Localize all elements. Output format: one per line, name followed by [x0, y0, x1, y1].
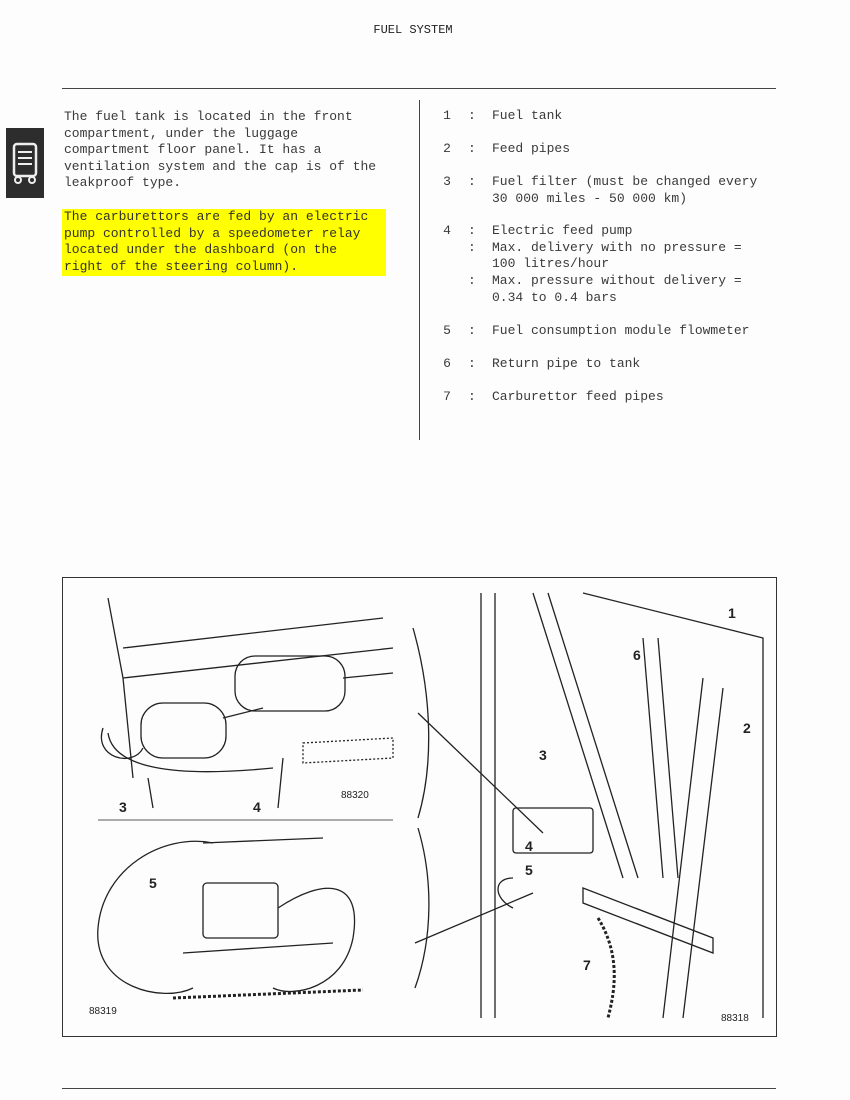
engine-section-tab-icon — [6, 128, 44, 198]
legend-text: Fuel consumption module flowmeter — [492, 323, 750, 338]
figure-ref-88320: 88320 — [341, 790, 369, 801]
legend-text: Max. pressure without delivery = 0.34 to… — [492, 273, 742, 305]
separator: : — [468, 108, 476, 123]
legend-number: 1 — [443, 108, 451, 123]
bottom-rule — [62, 1088, 776, 1089]
legend-number: 2 — [443, 141, 451, 156]
legend-text: Carburettor feed pipes — [492, 389, 664, 404]
figure-ref-88319: 88319 — [89, 1006, 117, 1017]
page-title: FUEL SYSTEM — [373, 23, 453, 37]
intro-paragraph: The fuel tank is located in the front co… — [64, 109, 377, 190]
separator: : — [468, 273, 476, 288]
callout-5-right: 5 — [525, 862, 533, 878]
separator: : — [468, 223, 476, 238]
filter-pump-sketch — [100, 597, 394, 809]
highlighted-paragraph: The carburettors are fed by an electric … — [64, 209, 369, 274]
legend-text: Fuel filter (must be changed every 30 00… — [492, 174, 758, 206]
separator: : — [468, 323, 476, 338]
separator: : — [468, 174, 476, 189]
separator: : — [468, 239, 476, 255]
column-divider — [419, 100, 420, 440]
callout-1: 1 — [728, 605, 736, 621]
callout-3: 3 — [119, 799, 127, 815]
legend-text: Max. delivery with no pressure = 100 lit… — [492, 239, 742, 272]
callout-4-right: 4 — [525, 838, 533, 854]
callout-6: 6 — [633, 647, 641, 663]
separator: : — [468, 356, 476, 371]
figure-ref-88318: 88318 — [721, 1013, 749, 1024]
callout-3-right: 3 — [539, 747, 547, 763]
callout-7: 7 — [583, 957, 591, 973]
legend-text: Electric feed pump — [492, 223, 633, 238]
engine-bay-sketch — [480, 592, 764, 1019]
legend-text: Fuel tank — [492, 108, 563, 123]
highlight — [62, 209, 386, 276]
separator: : — [468, 389, 476, 404]
flowmeter-sketch — [97, 837, 364, 1000]
legend-number: 6 — [443, 356, 451, 371]
legend-number: 5 — [443, 323, 451, 338]
legend-number: 3 — [443, 174, 451, 189]
top-rule — [62, 88, 776, 89]
callout-2: 2 — [743, 720, 751, 736]
legend-number: 7 — [443, 389, 451, 404]
callout-4: 4 — [253, 799, 261, 815]
legend-number: 4 — [443, 223, 451, 238]
legend-text: Feed pipes — [492, 141, 571, 156]
fuel-system-illustration: 3 4 88320 5 88319 1 2 3 4 — [62, 577, 777, 1037]
legend-text: Return pipe to tank — [492, 356, 641, 371]
separator: : — [468, 141, 476, 156]
callout-5-left: 5 — [149, 875, 157, 891]
